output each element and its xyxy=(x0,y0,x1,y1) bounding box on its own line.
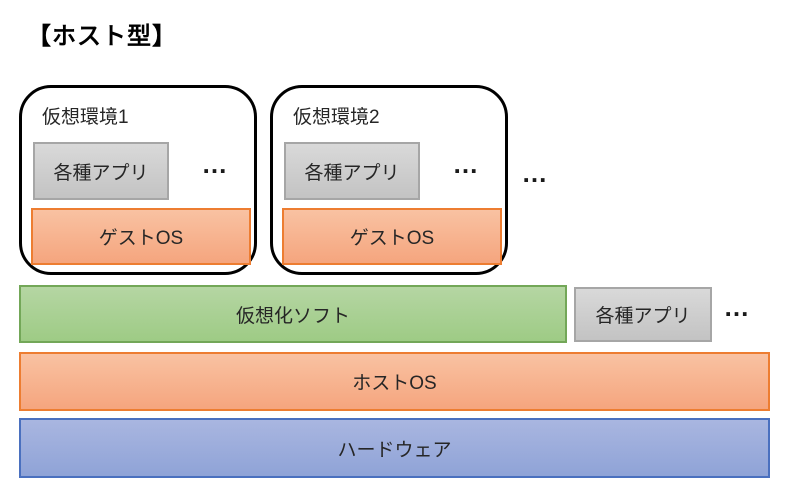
vm2-guest-os-label: ゲストOS xyxy=(349,228,435,249)
host-apps-label: 各種アプリ xyxy=(595,306,691,327)
more-vms-ellipsis: … xyxy=(521,157,551,188)
vm-box-2: 仮想環境2 各種アプリ … ゲストOS xyxy=(270,85,508,275)
virtualization-software-bar: 仮想化ソフト xyxy=(19,285,567,343)
vm1-label: 仮想環境1 xyxy=(42,107,129,128)
vm2-apps-label: 各種アプリ xyxy=(304,162,400,184)
diagram-title: 【ホスト型】 xyxy=(27,23,177,50)
host-apps-box: 各種アプリ xyxy=(574,287,712,342)
vm-box-1: 仮想環境1 各種アプリ … ゲストOS xyxy=(19,85,257,275)
vm1-guest-os-label: ゲストOS xyxy=(98,228,184,249)
host-os-label: ホストOS xyxy=(352,373,437,394)
vm2-apps-ellipsis: … xyxy=(452,148,482,179)
vm2-guest-os-box: ゲストOS xyxy=(282,208,502,265)
vm1-apps-box: 各種アプリ xyxy=(33,142,169,200)
vm1-apps-label: 各種アプリ xyxy=(53,162,149,184)
vm1-apps-ellipsis: … xyxy=(201,148,231,179)
virtualization-software-label: 仮想化ソフト xyxy=(235,305,350,327)
vm2-apps-box: 各種アプリ xyxy=(284,142,420,200)
host-os-bar: ホストOS xyxy=(19,352,770,411)
hardware-bar: ハードウェア xyxy=(19,418,770,478)
hardware-label: ハードウェア xyxy=(337,439,452,461)
host-apps-ellipsis: … xyxy=(723,292,753,322)
vm2-label: 仮想環境2 xyxy=(293,107,380,128)
vm1-guest-os-box: ゲストOS xyxy=(31,208,251,265)
